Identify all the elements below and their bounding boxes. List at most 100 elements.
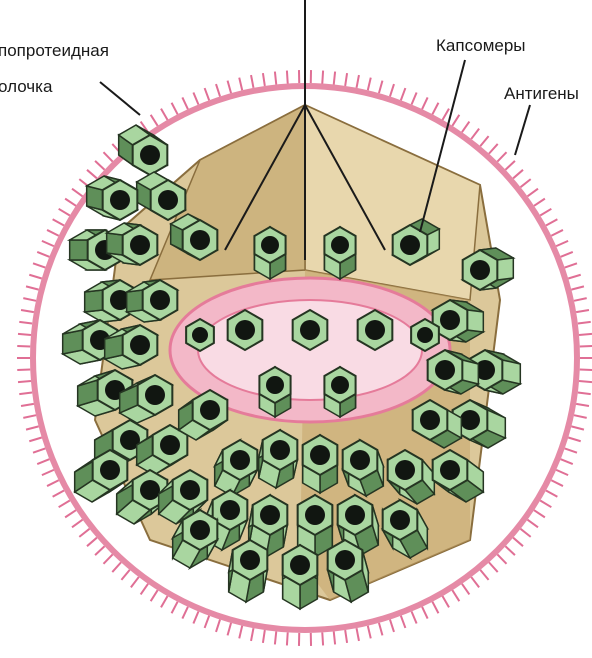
capsomere (186, 319, 214, 351)
label-antigens: Антигены (504, 84, 579, 104)
antigen-spike (513, 538, 523, 546)
antigen-spike (580, 346, 592, 347)
antigen-spike (574, 415, 587, 418)
capsomere (259, 430, 298, 488)
label-capsomeres: Капсомеры (436, 36, 526, 56)
antigen-spike (580, 370, 592, 371)
antigen-spike (193, 93, 198, 105)
antigen-spike (112, 562, 121, 572)
antigen-spike (412, 93, 417, 105)
antigen-spike (47, 480, 59, 486)
antigen-spike (578, 392, 591, 394)
capsomere (228, 310, 263, 350)
capsomere (411, 319, 439, 351)
antigen-spike (26, 286, 39, 289)
antigen-spike (263, 73, 265, 86)
antigen-spike (357, 628, 359, 641)
capsomere (358, 310, 393, 350)
antigen-spike (462, 122, 469, 133)
antigen-spike (42, 470, 54, 475)
antigen-spike (579, 381, 592, 382)
antigen-spike (287, 71, 288, 84)
antigen-spike (17, 346, 30, 347)
antigen-spike (239, 626, 242, 639)
antigen-spike (205, 616, 210, 628)
antigen-spike (72, 520, 83, 528)
antigen-spike (497, 152, 506, 161)
antigen-spike (401, 616, 406, 628)
capsomere (324, 367, 355, 417)
antigen-spike (565, 263, 577, 267)
antigen-spike (151, 115, 158, 126)
label-envelope-line1: попротеидная (0, 41, 109, 61)
antigen-spike (95, 546, 104, 555)
antigen-spike (578, 322, 591, 324)
antigen-spike (443, 109, 450, 120)
antigen-spike (568, 275, 580, 279)
antigen-spike (33, 448, 45, 452)
antigen-spike (18, 381, 31, 382)
antigen-spike (345, 73, 347, 86)
antigen-spike (103, 152, 112, 161)
antigen-spike (513, 170, 523, 178)
antigen-spike (141, 584, 148, 595)
antigen-spike (72, 189, 83, 197)
antigen-spike (521, 529, 531, 537)
antigen-spike (19, 392, 32, 394)
antigen-spike (193, 612, 198, 624)
antigen-spike (275, 72, 276, 85)
antigen-spike (551, 480, 563, 486)
antigen-spike (121, 570, 129, 580)
antigen-spike (574, 298, 587, 301)
antigen-spike (79, 529, 89, 537)
antigen-spike (251, 75, 253, 88)
antigen-spike (42, 241, 54, 246)
antigen-spike (87, 170, 97, 178)
antigen-spike (579, 334, 592, 335)
antigen-spike (368, 78, 371, 91)
antigen-spike (322, 71, 323, 84)
antigen-spike (480, 136, 488, 146)
antigen-spike (540, 500, 551, 507)
antigen-spike (37, 252, 49, 257)
capsomere (293, 310, 328, 350)
antigen-spike (422, 97, 428, 109)
antigen-spike (546, 219, 557, 225)
antigen-spike (182, 97, 188, 109)
capsomere (324, 227, 355, 279)
antigen-spike (489, 562, 498, 572)
antigen-spike (161, 109, 168, 120)
capsomere (283, 545, 318, 609)
antigen-spike (131, 577, 139, 587)
antigen-spike (390, 620, 394, 632)
antigen-spike (471, 129, 479, 139)
antigen-spike (379, 623, 382, 636)
antigen-spike (546, 490, 557, 496)
antigen-spike (228, 81, 231, 94)
antigen-spike (368, 626, 371, 639)
antigen-spike (556, 241, 568, 246)
antigen-spike (505, 546, 514, 555)
antigen-spike (172, 103, 178, 115)
antigen-spike (480, 570, 488, 580)
antigen-spike (345, 630, 347, 643)
capsomere (119, 125, 168, 175)
antigen-spike (551, 230, 563, 236)
antigen-spike (534, 199, 545, 206)
antigen-spike (497, 554, 506, 563)
antigen-spike (33, 263, 45, 267)
antigen-spike (21, 310, 34, 312)
antigen-spike (23, 298, 36, 301)
antigen-spike (452, 115, 459, 126)
antigen-spike (216, 620, 220, 632)
antigen-spike (556, 470, 568, 475)
antigen-spike (228, 623, 231, 636)
antigen-spike (505, 161, 514, 170)
antigen-spike (216, 84, 220, 96)
antigen-spike (521, 179, 531, 187)
antigen-spike (432, 103, 438, 115)
antigen-spike (527, 520, 538, 528)
antigen-spike (103, 554, 112, 563)
antigen-spike (322, 632, 323, 645)
antigen-spike (161, 596, 168, 607)
